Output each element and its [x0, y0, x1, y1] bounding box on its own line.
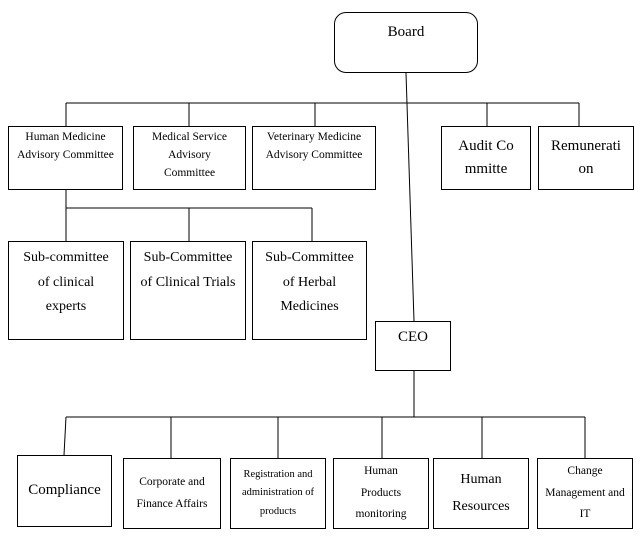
subcommittee-clinical-experts-label: Sub-committee of clinical experts	[23, 250, 109, 314]
human-products-monitoring-label: Human Products monitoring	[355, 464, 407, 521]
board-to-ceo-line	[405, 72, 415, 322]
ceo-box: CEO	[375, 321, 451, 371]
board-label: Board	[387, 24, 425, 40]
corporate-finance-affairs-label: Corporate and Finance Affairs	[136, 475, 208, 510]
ceo-label: CEO	[398, 329, 428, 345]
board-box: Board	[334, 12, 478, 73]
human-products-monitoring-box: Human Products monitoring	[333, 458, 429, 529]
human-medicine-advisory-committee-box: Human Medicine Advisory Committee	[8, 126, 123, 190]
subcommittee-herbal-medicines-label: Sub-Committee of Herbal Medicines	[265, 250, 354, 314]
human-resources-label: Human Resources	[452, 471, 510, 514]
remuneration-label: Remuneration	[551, 137, 621, 177]
corporate-finance-affairs-box: Corporate and Finance Affairs	[123, 458, 221, 529]
medical-service-advisory-label: Medical Service Advisory Committee	[151, 131, 228, 179]
subcommittee-clinical-trials-label: Sub-Committee of Clinical Trials	[140, 250, 236, 290]
subcommittee-clinical-trials-box: Sub-Committee of Clinical Trials	[130, 241, 246, 340]
human-medicine-advisory-label: Human Medicine Advisory Committee	[17, 131, 114, 161]
subcommittee-clinical-experts-box: Sub-committee of clinical experts	[8, 241, 124, 340]
audit-committee-label: Audit Committe	[458, 137, 514, 177]
human-resources-box: Human Resources	[433, 458, 529, 529]
registration-administration-label: Registration and administration of produ…	[241, 468, 315, 517]
subcommittee-herbal-medicines-box: Sub-Committee of Herbal Medicines	[252, 241, 367, 340]
veterinary-medicine-advisory-committee-box: Veterinary Medicine Advisory Committee	[252, 126, 376, 190]
audit-committee-box: Audit Committe	[441, 126, 531, 190]
registration-administration-box: Registration and administration of produ…	[230, 458, 326, 529]
connector-dept-1	[63, 416, 67, 456]
compliance-label: Compliance	[28, 482, 101, 499]
change-management-it-box: Change Management and IT	[537, 458, 633, 529]
change-management-it-label: Change Management and IT	[545, 464, 625, 521]
compliance-box: Compliance	[17, 455, 112, 527]
medical-service-advisory-committee-box: Medical Service Advisory Committee	[133, 126, 246, 190]
remuneration-box: Remuneration	[538, 126, 634, 190]
veterinary-medicine-advisory-label: Veterinary Medicine Advisory Committee	[265, 131, 363, 161]
